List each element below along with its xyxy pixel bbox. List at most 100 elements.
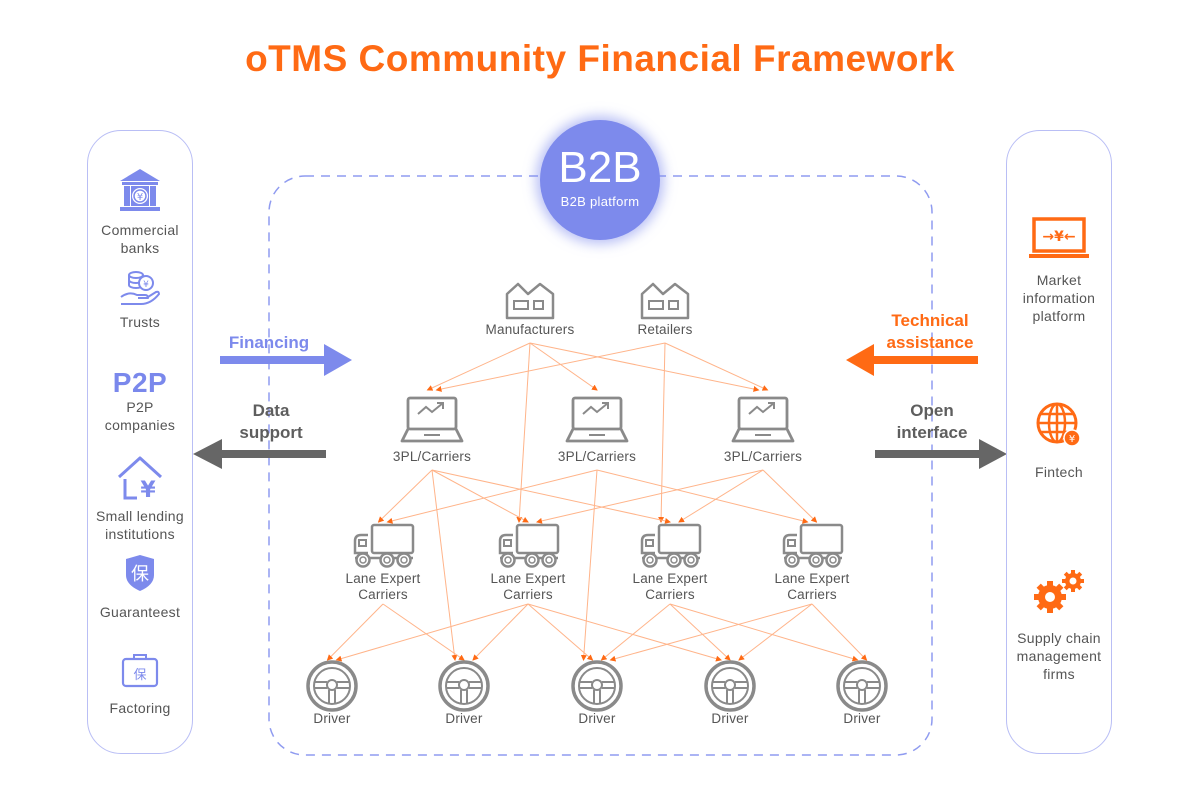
bank-icon: ¥ (120, 169, 160, 211)
edge-le-1-to-d-1 (326, 603, 384, 661)
steering-wheel-icon (836, 660, 888, 712)
node-label-3pl-3[interactable]: 3PL/Carriers (723, 449, 803, 464)
supply-chain-firms-label: Supply chain management firms (1016, 630, 1102, 682)
svg-text:¥: ¥ (1069, 434, 1075, 445)
svg-text:¥: ¥ (140, 478, 156, 501)
steering-wheel-icon (571, 660, 623, 712)
node-label-3pl-2[interactable]: 3PL/Carriers (557, 449, 637, 464)
edge-3pl-3-to-le-3 (678, 469, 764, 523)
node-label-retailers[interactable]: Retailers (637, 322, 693, 337)
edge-le-4-to-d-3 (609, 603, 813, 662)
node-label-3pl-1[interactable]: 3PL/Carriers (392, 449, 472, 464)
p2p-companies-item[interactable]: P2P P2P companies (70, 368, 210, 434)
edge-3pl-2-to-le-1 (386, 469, 598, 524)
factory-icon (505, 282, 555, 320)
edge-3pl-3-to-le-4 (762, 469, 818, 523)
coins-hand-icon: ¥ (120, 271, 160, 305)
laptop-chart-icon (731, 396, 795, 443)
edge-manufacturers-to-3pl-3 (529, 342, 760, 392)
edge-retailers-to-3pl-1 (435, 342, 666, 392)
edge-3pl-1-to-le-3 (431, 469, 671, 524)
svg-text:→¥←: →¥← (1042, 229, 1075, 245)
commercial-banks-label: Commercial banks (101, 222, 179, 256)
p2p-text-icon: P2P (112, 367, 168, 398)
edge-le-3-to-d-4 (669, 603, 731, 661)
steering-wheel-icon (438, 660, 490, 712)
node-label-d-4[interactable]: Driver (711, 711, 749, 726)
diagram-title: oTMS Community Financial Framework (245, 38, 955, 79)
market-info-platform-item[interactable]: →¥← Market information platform (989, 217, 1129, 325)
data-support-arrow (193, 439, 326, 469)
data-support-label: Data support (239, 401, 303, 442)
trusts-label: Trusts (119, 314, 161, 330)
guarantees-item[interactable]: 保 Guaranteest (70, 553, 210, 621)
financial-institutions-panel: ¥ Commercial banks ¥ Trusts P2P P2P comp… (87, 130, 193, 754)
edge-3pl-2-to-le-4 (596, 469, 809, 524)
house-yen-icon: ¥ (117, 456, 163, 501)
edge-le-3-to-d-3 (600, 603, 671, 661)
factory-icon (640, 282, 690, 320)
laptop-yen-icon: →¥← (1029, 217, 1089, 258)
svg-text:保: 保 (131, 564, 149, 585)
edge-retailers-to-le-3 (658, 342, 666, 523)
open-interface-label: Open interface (896, 401, 968, 442)
edge-le-1-to-d-2 (382, 603, 465, 661)
edge-manufacturers-to-3pl-2 (529, 342, 598, 391)
b2b-badge-subtitle: B2B platform (560, 194, 640, 209)
edge-3pl-1-to-le-2 (431, 469, 529, 523)
financing-label: Financing (228, 333, 310, 352)
node-label-le-4[interactable]: Lane Expert Carriers (774, 571, 850, 602)
edge-le-4-to-d-4 (738, 603, 813, 661)
gears-icon (1034, 570, 1084, 613)
fintech-label: Fintech (1034, 464, 1083, 480)
laptop-chart-icon (400, 396, 464, 443)
node-label-d-1[interactable]: Driver (313, 711, 351, 726)
briefcase-bao-icon: 保 (121, 654, 159, 688)
node-label-le-3[interactable]: Lane Expert Carriers (632, 571, 708, 602)
edge-3pl-3-to-le-2 (536, 469, 764, 524)
shield-bao-icon: 保 (126, 555, 154, 591)
node-label-d-5[interactable]: Driver (843, 711, 881, 726)
financing-arrow (220, 344, 352, 376)
node-label-d-3[interactable]: Driver (578, 711, 616, 726)
edge-3pl-1-to-le-1 (377, 469, 433, 523)
edge-manufacturers-to-3pl-1 (426, 342, 531, 391)
edge-le-2-to-d-3 (527, 603, 594, 661)
edge-le-2-to-d-2 (472, 603, 529, 661)
edge-le-2-to-d-4 (527, 603, 722, 662)
factoring-item[interactable]: 保 Factoring (70, 651, 210, 717)
truck-icon (498, 523, 560, 568)
svg-text:保: 保 (133, 668, 146, 683)
p2p-companies-label: P2P companies (104, 399, 176, 433)
technical-assistance-label: Technical assistance (886, 311, 974, 352)
truck-icon (353, 523, 415, 568)
node-label-le-1[interactable]: Lane Expert Carriers (345, 571, 421, 602)
steering-wheel-icon (306, 660, 358, 712)
fintech-item[interactable]: ¥ Fintech (989, 401, 1129, 481)
supply-chain-firms-item[interactable]: Supply chain management firms (989, 569, 1129, 683)
node-label-le-2[interactable]: Lane Expert Carriers (490, 571, 566, 602)
edge-le-2-to-d-1 (335, 603, 529, 662)
technical-assistance-arrow (846, 344, 978, 376)
small-lending-label: Small lending institutions (96, 508, 184, 542)
node-label-d-2[interactable]: Driver (445, 711, 483, 726)
steering-wheel-icon (704, 660, 756, 712)
node-label-manufacturers[interactable]: Manufacturers (485, 322, 575, 337)
trusts-item[interactable]: ¥ Trusts (70, 269, 210, 331)
factoring-label: Factoring (109, 700, 171, 716)
edge-retailers-to-3pl-3 (664, 342, 769, 391)
b2b-platform-badge[interactable]: B2B B2B platform (540, 120, 660, 240)
open-interface-arrow (875, 439, 1007, 469)
edge-le-3-to-d-5 (669, 603, 859, 662)
globe-yen-icon: ¥ (1036, 402, 1081, 447)
guarantees-label: Guaranteest (99, 604, 181, 620)
market-info-platform-label: Market information platform (1022, 272, 1096, 324)
svg-text:¥: ¥ (143, 280, 149, 290)
edge-manufacturers-to-le-2 (516, 342, 531, 523)
edge-layer (326, 342, 868, 662)
small-lending-item[interactable]: ¥ Small lending institutions (70, 455, 210, 543)
commercial-banks-item[interactable]: ¥ Commercial banks (70, 167, 210, 257)
laptop-chart-icon (565, 396, 629, 443)
edge-3pl-2-to-d-3 (580, 469, 598, 661)
